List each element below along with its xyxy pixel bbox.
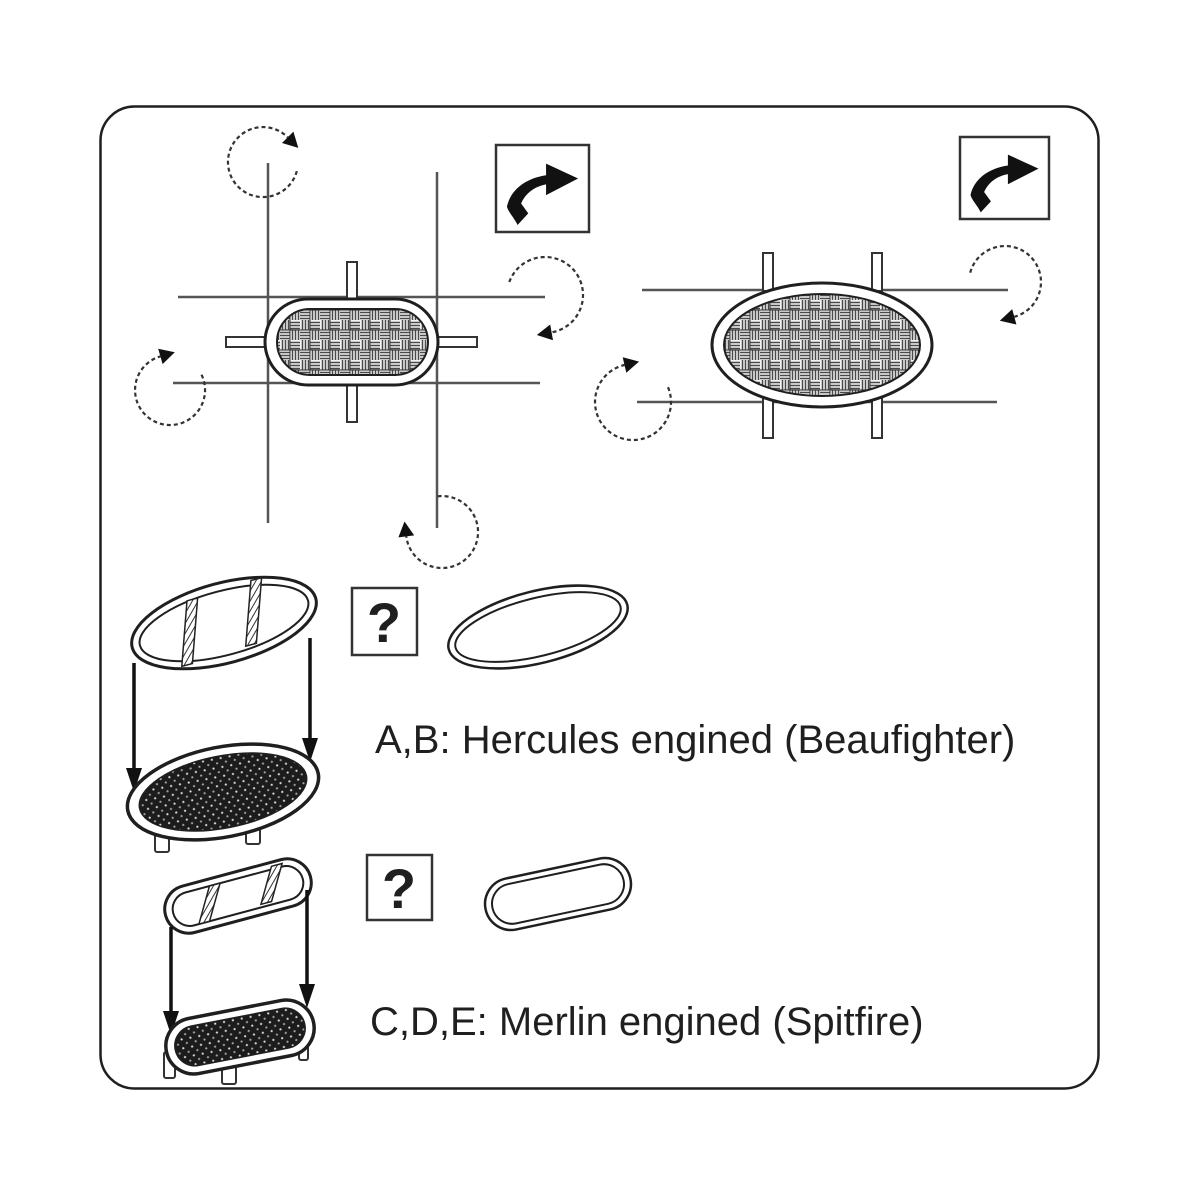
hatched-cross-bar <box>197 882 222 926</box>
question-box: ? <box>365 853 434 922</box>
down-arrow-icon <box>126 663 142 792</box>
ring-frame-part <box>163 857 313 935</box>
assembly-ab-figure <box>125 575 321 853</box>
stadium-grille-orientation-figure <box>133 126 591 570</box>
hatched-cross-bar <box>259 862 284 906</box>
rotation-arrow-icon <box>969 244 1043 325</box>
answer-oval-ring-part <box>447 584 629 670</box>
down-arrow-icon <box>163 927 179 1035</box>
dark-grille-part <box>125 742 321 842</box>
label-group-cde: C,D,E: Merlin engined (Spitfire) <box>370 1000 924 1044</box>
question-box: ? <box>350 586 419 657</box>
rotation-arrow-icon <box>593 357 673 442</box>
rotation-arrow-icon <box>226 126 299 199</box>
down-arrow-icon <box>302 638 318 762</box>
question-mark-icon: ? <box>367 591 401 654</box>
assembly-cde-figure <box>163 857 316 1085</box>
rotation-arrow-icon <box>508 255 585 341</box>
rotation-arrow-icon <box>133 348 207 427</box>
hatched-cross-bar <box>244 576 263 648</box>
stadium-mesh-part <box>263 297 440 387</box>
dark-grille-part <box>164 998 316 1076</box>
down-arrow-icon <box>299 890 315 1008</box>
rotation-arrow-icon <box>398 494 480 570</box>
answer-stadium-ring-part <box>483 856 633 932</box>
ring-frame-part <box>130 575 318 671</box>
flip-symbol-box <box>494 143 591 234</box>
label-group-ab: A,B: Hercules engined (Beaufighter) <box>375 718 1015 762</box>
oval-grille-orientation-figure <box>593 135 1051 442</box>
flip-symbol-box <box>958 135 1051 221</box>
question-mark-icon: ? <box>382 857 416 920</box>
hatched-cross-bar <box>180 596 199 668</box>
oval-mesh-part <box>710 281 934 409</box>
